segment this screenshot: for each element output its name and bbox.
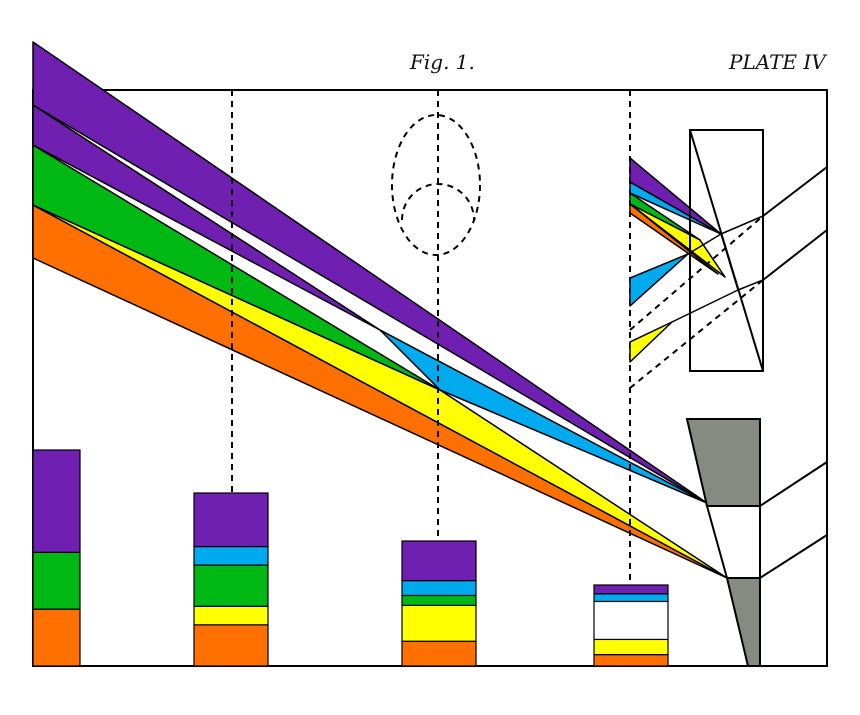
inset-beam-yellow-lower — [629, 321, 673, 363]
light-beams — [32, 41, 728, 579]
inset-ray-a — [687, 233, 722, 255]
stack-4-band-violet — [593, 584, 669, 595]
beam-green — [32, 144, 441, 391]
stack-4-band-blue — [593, 593, 669, 603]
stack-2-band-blue — [193, 545, 269, 566]
prism-middle-white — [705, 505, 761, 579]
stack-2-band-orange — [193, 624, 269, 667]
stack-4-band-white — [593, 600, 669, 641]
stack-2-band-yellow — [193, 605, 269, 626]
prism-top-gray — [685, 418, 761, 507]
dashed-eye-pupil — [401, 183, 475, 221]
prism-exit-ray-2 — [759, 534, 828, 579]
inset-ray-d — [737, 279, 764, 291]
beam-blue — [379, 329, 708, 504]
plate-label: PLATE IV — [729, 50, 826, 74]
inset-exit-ray-1 — [762, 166, 828, 217]
inset-ray-e — [720, 233, 739, 291]
figure-label: Fig. 1. — [410, 50, 475, 74]
inset-ray-b — [720, 215, 764, 235]
stack-3-band-violet — [401, 540, 477, 582]
inset-beam-orange — [629, 203, 719, 275]
beam-violet-upper — [32, 41, 708, 504]
dashed-eye-outline — [391, 114, 481, 256]
stack-3-band-orange — [401, 640, 477, 667]
inset-dashed-ray-1 — [629, 215, 764, 331]
stack-1-band-violet — [32, 449, 81, 553]
prism-exit-ray-1 — [759, 461, 828, 507]
stack-3-band-yellow — [401, 604, 477, 642]
stack-3-band-blue — [401, 579, 477, 597]
color-stacks — [32, 449, 669, 667]
inset-prism-diagram — [629, 129, 828, 389]
lower-prism — [685, 418, 828, 667]
beam-yellow — [32, 204, 728, 579]
stack-3-band-green — [401, 594, 477, 606]
stack-1-band-green — [32, 551, 81, 610]
inset-ray-c — [671, 289, 739, 323]
prism-bottom-gray — [725, 577, 761, 667]
inset-exit-ray-2 — [762, 229, 828, 281]
inset-box — [689, 129, 764, 372]
stack-4-band-orange — [593, 654, 669, 667]
stack-2-band-violet — [193, 492, 269, 548]
beam-violet-lower — [32, 104, 381, 331]
inset-beam-blue-lower — [629, 253, 689, 307]
inset-beam-blue — [629, 181, 722, 235]
stack-4-band-yellow — [593, 638, 669, 656]
stack-1-band-orange — [32, 608, 81, 667]
stack-2-band-green — [193, 564, 269, 607]
